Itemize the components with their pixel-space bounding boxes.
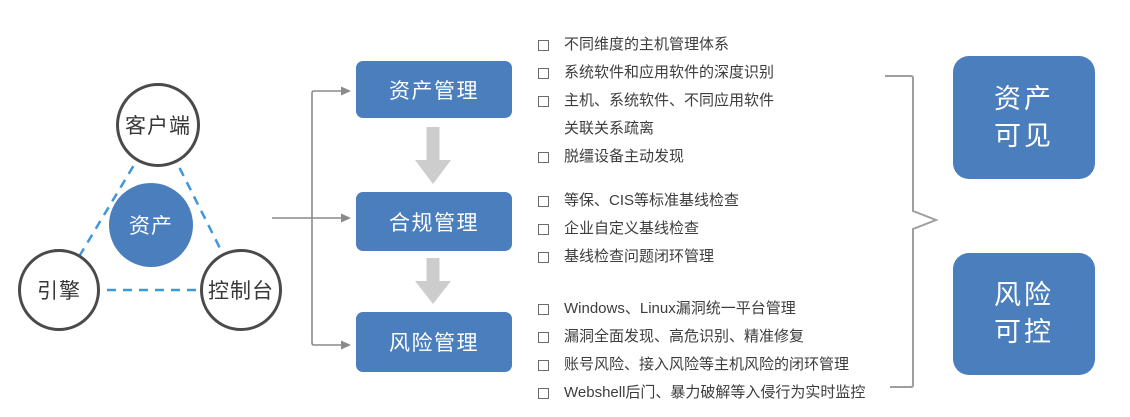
stage-box-risk-management-label: 风险管理: [389, 332, 479, 355]
checkbox-outline-icon: [538, 40, 549, 51]
checkbox-outline-icon: [538, 196, 549, 207]
feature-item: Windows、Linux漏洞统一平台管理: [538, 295, 918, 323]
feature-text: 主机、系统软件、不同应用软件 关联关系疏离: [564, 92, 775, 137]
feature-text: 系统软件和应用软件的深度识别: [564, 64, 775, 81]
feature-item: 账号风险、接入风险等主机风险的闭环管理: [538, 351, 918, 379]
feature-item: 不同维度的主机管理体系: [538, 31, 918, 59]
outcome-bracket: [885, 75, 939, 388]
flow-down-arrow-2-icon: [415, 258, 451, 304]
checkbox-outline-icon: [538, 252, 549, 263]
checkbox-outline-icon: [538, 224, 549, 235]
checkbox-outline-icon: [538, 360, 549, 371]
feature-list-compliance-management: 等保、CIS等标准基线检查 企业自定义基线检查 基线检查问题闭环管理: [538, 187, 918, 271]
node-engine: 引擎: [18, 249, 100, 331]
flow-down-arrow-1-icon: [415, 127, 451, 184]
branch-arrowhead-top-icon: [341, 86, 351, 96]
branch-connector-line: [272, 90, 341, 346]
feature-text: 基线检查问题闭环管理: [564, 248, 715, 265]
feature-text: 等保、CIS等标准基线检查: [564, 192, 740, 209]
outcome-box-risk-controllable-label: 风险 可控: [994, 280, 1054, 347]
checkbox-outline-icon: [538, 152, 549, 163]
checkbox-outline-icon: [538, 96, 549, 107]
node-asset: 资产: [109, 183, 193, 267]
node-client: 客户端: [116, 83, 200, 167]
feature-item: 基线检查问题闭环管理: [538, 243, 918, 271]
stage-box-compliance-management-label: 合规管理: [389, 211, 479, 235]
feature-text: 漏洞全面发现、高危识别、精准修复: [564, 328, 805, 345]
checkbox-outline-icon: [538, 388, 549, 399]
stage-box-asset-management: 资产管理: [356, 61, 512, 118]
feature-text: 账号风险、接入风险等主机风险的闭环管理: [564, 356, 850, 373]
feature-text: Windows、Linux漏洞统一平台管理: [564, 300, 796, 317]
checkbox-outline-icon: [538, 332, 549, 343]
checkbox-outline-icon: [538, 68, 549, 79]
node-engine-label: 引擎: [37, 280, 81, 303]
outcome-box-asset-visible-label: 资产 可见: [994, 83, 1054, 151]
feature-list-asset-management: 不同维度的主机管理体系 系统软件和应用软件的深度识别 主机、系统软件、不同应用软…: [538, 31, 918, 171]
feature-item: 主机、系统软件、不同应用软件 关联关系疏离: [538, 87, 918, 143]
feature-text: 脱缰设备主动发现: [564, 148, 685, 165]
feature-item: 等保、CIS等标准基线检查: [538, 187, 918, 215]
feature-text: 企业自定义基线检查: [564, 220, 700, 237]
outcome-box-asset-visible: 资产 可见: [953, 56, 1095, 179]
feature-text: Webshell后门、暴力破解等入侵行为实时监控: [564, 384, 866, 401]
node-console: 控制台: [200, 249, 282, 331]
feature-item: Webshell后门、暴力破解等入侵行为实时监控: [538, 379, 918, 407]
stage-box-compliance-management: 合规管理: [356, 192, 512, 251]
feature-item: 系统软件和应用软件的深度识别: [538, 59, 918, 87]
feature-list-risk-management: Windows、Linux漏洞统一平台管理 漏洞全面发现、高危识别、精准修复 账…: [538, 295, 918, 407]
branch-arrowhead-middle-icon: [341, 213, 351, 223]
node-client-label: 客户端: [125, 115, 191, 138]
feature-text: 不同维度的主机管理体系: [564, 36, 730, 53]
node-console-label: 控制台: [208, 280, 274, 303]
node-asset-label: 资产: [129, 215, 173, 238]
feature-item: 企业自定义基线检查: [538, 215, 918, 243]
branch-arrowhead-bottom-icon: [341, 340, 351, 350]
stage-box-asset-management-label: 资产管理: [389, 79, 479, 103]
feature-item: 漏洞全面发现、高危识别、精准修复: [538, 323, 918, 351]
feature-item: 脱缰设备主动发现: [538, 143, 918, 171]
checkbox-outline-icon: [538, 304, 549, 315]
stage-box-risk-management: 风险管理: [356, 312, 512, 372]
outcome-box-risk-controllable: 风险 可控: [953, 253, 1095, 375]
